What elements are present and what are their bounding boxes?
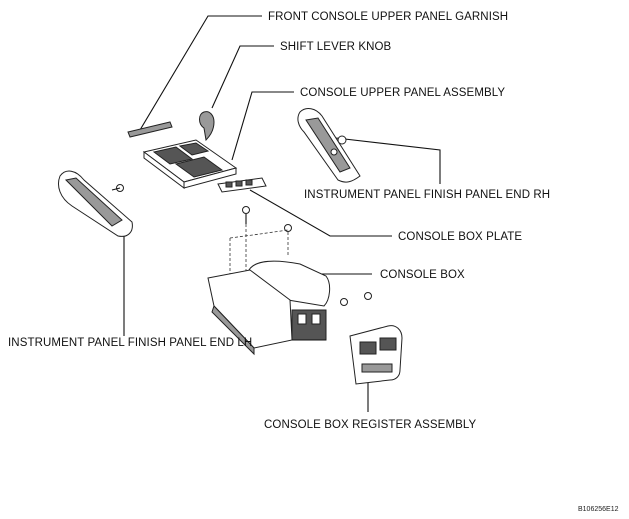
leader-shift-lever-knob <box>211 45 274 109</box>
front-console-upper-panel-garnish-part <box>127 121 173 138</box>
leader-console-upper-panel <box>231 91 294 161</box>
label-instrument-panel-finish-panel-end-rh: INSTRUMENT PANEL FINISH PANEL END RH <box>304 189 550 201</box>
console-box-plate-part <box>217 177 267 193</box>
finish-panel-end-rh-part <box>297 108 361 183</box>
shift-lever-knob-part <box>199 111 215 142</box>
screw-clips <box>242 206 372 306</box>
console-box-register-part <box>349 325 403 385</box>
label-instrument-panel-finish-panel-end-lh: INSTRUMENT PANEL FINISH PANEL END LH <box>8 337 252 349</box>
label-console-box: CONSOLE BOX <box>380 269 465 281</box>
label-front-console-upper-panel-garnish: FRONT CONSOLE UPPER PANEL GARNISH <box>268 11 508 23</box>
label-console-box-register-assembly: CONSOLE BOX REGISTER ASSEMBLY <box>264 419 477 431</box>
leader-finish-panel-end-rh <box>335 137 441 184</box>
leader-console-box-plate <box>249 189 392 237</box>
label-console-upper-panel-assembly: CONSOLE UPPER PANEL ASSEMBLY <box>300 87 505 99</box>
finish-panel-end-lh-part <box>58 170 133 237</box>
label-shift-lever-knob: SHIFT LEVER KNOB <box>280 41 392 53</box>
console-upper-panel-assembly-part <box>142 139 238 189</box>
figure-code: B106256E12 <box>578 506 619 513</box>
label-console-box-plate: CONSOLE BOX PLATE <box>398 231 522 243</box>
leader-front-console-garnish <box>139 15 262 131</box>
console-box-part <box>207 260 331 356</box>
